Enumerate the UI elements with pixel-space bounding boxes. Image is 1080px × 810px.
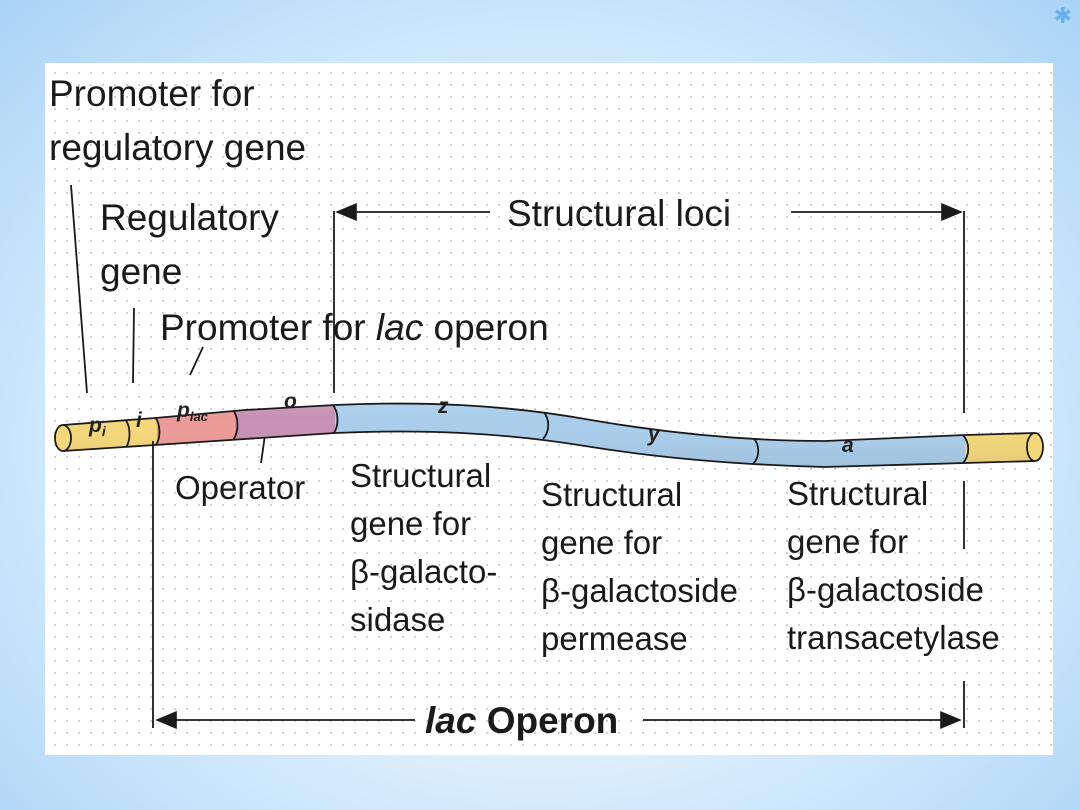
tube-bottom-edge xyxy=(62,430,1036,468)
tube-left-end xyxy=(54,424,72,452)
y-gene-desc-line1: Structural xyxy=(541,476,682,513)
boundary-o-z xyxy=(332,404,339,435)
z-gene-desc-line1: Structural xyxy=(350,457,491,494)
promoter-regulatory-label-line1: Promoter for xyxy=(49,73,255,114)
y-gene-desc-line3: β-galactoside xyxy=(541,572,738,609)
a-gene-desc-line4: transacetylase xyxy=(787,619,1000,656)
promoter-lac-suffix: operon xyxy=(423,307,549,348)
segment-label-y: y xyxy=(647,423,661,446)
segment-label-p-i-base: p xyxy=(88,414,102,437)
promoter-regulatory-label-line2: regulatory gene xyxy=(49,127,306,168)
structural-loci-label: Structural loci xyxy=(507,193,731,234)
operator-label: Operator xyxy=(175,469,305,506)
segment-label-p-lac: plac xyxy=(176,399,209,424)
boundary-plac-o xyxy=(232,409,239,441)
tube-top-edge xyxy=(62,402,1036,442)
lac-operon-label: lac Operon xyxy=(425,700,618,741)
z-gene-desc-line3: β-galacto- xyxy=(350,553,497,590)
lac-operon-italic: lac xyxy=(425,700,477,741)
y-gene-desc-line4: permease xyxy=(541,620,688,657)
segment-label-a: a xyxy=(842,434,854,457)
segment-label-p-lac-base: p xyxy=(176,399,190,422)
segment-label-p-i: pi xyxy=(88,414,107,439)
a-gene-desc-line3: β-galactoside xyxy=(787,571,984,608)
segment-label-p-lac-sub: lac xyxy=(190,409,209,424)
promoter-lac-prefix: Promoter for xyxy=(160,307,376,348)
z-gene-desc-line2: gene for xyxy=(350,505,471,542)
segment-label-p-i-sub: i xyxy=(102,423,107,439)
boundary-a-end xyxy=(962,434,970,464)
promoter-regulatory-leader xyxy=(70,184,88,394)
lac-operon-figure: Promoter for regulatory gene Regulatory … xyxy=(45,63,1053,755)
a-gene-desc-line2: gene for xyxy=(787,523,908,560)
promoter-lac-italic: lac xyxy=(376,307,424,348)
lac-operon-rest: Operon xyxy=(476,700,618,741)
segment-label-i: i xyxy=(136,409,143,432)
regulatory-gene-label-line2: gene xyxy=(100,251,182,292)
operator-leader xyxy=(260,434,266,464)
regulatory-gene-leader xyxy=(132,307,135,384)
slide-corner-mark: ✱ xyxy=(1053,4,1072,29)
promoter-lac-leader xyxy=(189,346,204,376)
z-gene-desc-line4: sidase xyxy=(350,601,445,638)
y-gene-desc-line2: gene for xyxy=(541,524,662,561)
segment-terminal xyxy=(965,403,1035,467)
regulatory-gene-label-line1: Regulatory xyxy=(100,197,279,238)
promoter-lac-label: Promoter for lac operon xyxy=(160,307,549,348)
segment-label-o: o xyxy=(284,390,297,413)
a-gene-desc-line1: Structural xyxy=(787,475,928,512)
tube-right-end xyxy=(1026,432,1044,462)
segment-label-z: z xyxy=(437,395,449,418)
